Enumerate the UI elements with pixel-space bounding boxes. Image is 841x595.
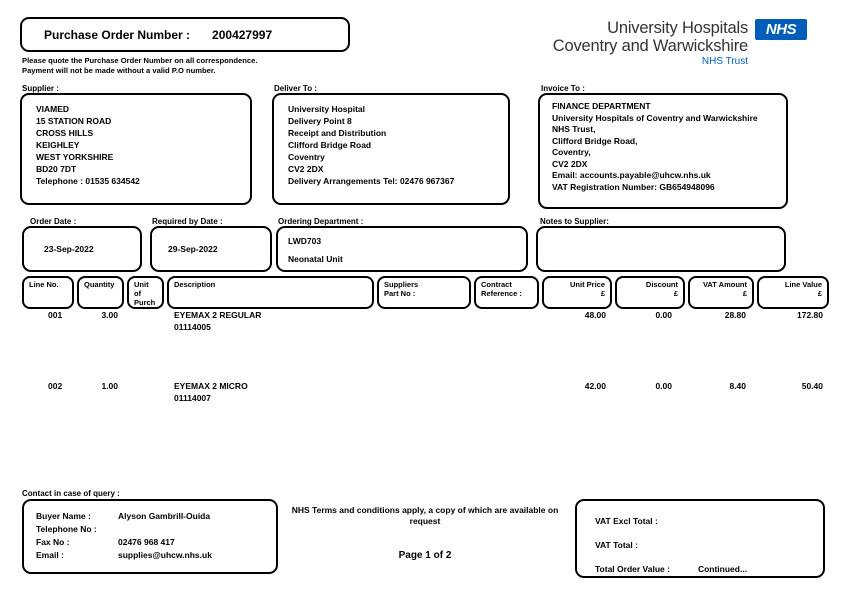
row1-line-value: 172.80 — [797, 310, 823, 320]
invoice-line: NHS Trust, — [552, 124, 596, 134]
deliver-postcode: CV2 2DX — [288, 164, 324, 174]
deliver-line: Receipt and Distribution — [288, 128, 387, 138]
invoice-vat-number: VAT Registration Number: GB654948096 — [552, 181, 715, 192]
deliver-to-address-box: University Hospital Delivery Point 8 Rec… — [272, 93, 510, 205]
delivery-arrangements-tel: Delivery Arrangements Tel: 02476 967367 — [288, 176, 455, 186]
total-order-value-label: Total Order Value : — [595, 564, 670, 574]
row1-vat-amount: 28.80 — [724, 310, 746, 320]
row2-line-value: 50.40 — [801, 381, 823, 391]
supplier-address-box: VIAMED 15 STATION ROAD CROSS HILLS KEIGH… — [20, 93, 252, 205]
logo-line2: Coventry and Warwickshire — [552, 37, 748, 55]
supplier-line: WEST YORKSHIRE — [36, 152, 114, 162]
supplier-label: Supplier : — [22, 84, 59, 93]
row2-unit-price: 42.00 — [584, 381, 606, 391]
notes-to-supplier-box — [536, 226, 786, 272]
invoice-email: Email: accounts.payable@uhcw.nhs.uk — [552, 170, 711, 180]
invoice-line: FINANCE DEPARTMENT — [552, 101, 651, 111]
col-header-description: Description — [167, 276, 374, 309]
supplier-line: VIAMED — [36, 104, 70, 114]
row2-line-no: 002 — [48, 381, 63, 391]
row2-quantity: 1.00 — [101, 381, 118, 391]
totals-box: VAT Excl Total : VAT Total : Total Order… — [575, 499, 825, 578]
vat-excl-total-label: VAT Excl Total : — [595, 516, 658, 526]
row1-line-no: 001 — [48, 310, 63, 320]
invoice-line: University Hospitals of Coventry and War… — [552, 112, 758, 123]
po-notes: Please quote the Purchase Order Number o… — [22, 56, 257, 75]
row1-quantity: 3.00 — [101, 310, 118, 320]
row2-description: EYEMAX 2 MICRO — [174, 381, 248, 391]
nhs-logo-icon: NHS — [755, 19, 807, 40]
row1-discount: 0.00 — [655, 310, 672, 320]
col-header-line-value: Line Value£ — [757, 276, 829, 309]
ordering-department-code: LWD703 — [288, 236, 322, 246]
required-by-date-value: 29-Sep-2022 — [168, 244, 218, 254]
col-header-unit-price: Unit Price£ — [542, 276, 612, 309]
invoice-line: Clifford Bridge Road, — [552, 135, 638, 146]
col-header-vat-amount: VAT Amount£ — [688, 276, 754, 309]
buyer-name-value: Alyson Gambrill-Ouida — [118, 511, 211, 521]
deliver-line: Delivery Point 8 — [288, 116, 352, 126]
invoice-to-address-box: FINANCE DEPARTMENT University Hospitals … — [538, 93, 788, 209]
supplier-postcode: BD20 7DT — [36, 164, 77, 174]
col-header-quantity: Quantity — [77, 276, 124, 309]
po-number-value: 200427997 — [212, 27, 273, 42]
row1-product-code: 01114005 — [174, 322, 211, 332]
po-note-line2: Payment will not be made without a valid… — [22, 65, 216, 75]
required-by-date-label: Required by Date : — [152, 217, 223, 226]
deliver-line: Clifford Bridge Road — [288, 140, 372, 150]
deliver-line: University Hospital — [288, 104, 365, 114]
email-value: supplies@uhcw.nhs.uk — [118, 550, 212, 560]
order-date-box: 23-Sep-2022 — [22, 226, 142, 272]
deliver-line: Coventry — [288, 152, 325, 162]
fax-value: 02476 968 417 — [118, 537, 175, 547]
ordering-department-name: Neonatal Unit — [288, 254, 343, 264]
order-date-label: Order Date : — [30, 217, 77, 226]
email-label: Email : — [36, 550, 64, 560]
po-number-label: Purchase Order Number : — [44, 27, 191, 42]
nhs-trust-logo: University Hospitals Coventry and Warwic… — [553, 19, 807, 69]
telephone-value — [118, 523, 276, 536]
required-by-date-box: 29-Sep-2022 — [150, 226, 272, 272]
contact-query-label: Contact in case of query : — [22, 489, 120, 498]
supplier-line: KEIGHLEY — [36, 140, 80, 150]
order-date-value: 23-Sep-2022 — [44, 244, 94, 254]
terms-and-conditions-text: NHS Terms and conditions apply, a copy o… — [291, 505, 559, 526]
row2-discount: 0.00 — [655, 381, 672, 391]
fax-label: Fax No : — [36, 537, 70, 547]
row2-vat-amount: 8.40 — [729, 381, 746, 391]
notes-to-supplier-label: Notes to Supplier: — [540, 217, 609, 226]
ordering-department-label: Ordering Department : — [278, 217, 364, 226]
invoice-postcode: CV2 2DX — [552, 158, 588, 169]
po-number-box: Purchase Order Number : 200427997 — [20, 17, 350, 52]
vat-total-label: VAT Total : — [595, 540, 638, 550]
supplier-line: 15 STATION ROAD — [36, 116, 112, 126]
buyer-name-label: Buyer Name : — [36, 511, 91, 521]
deliver-to-label: Deliver To : — [274, 84, 317, 93]
row1-unit-price: 48.00 — [584, 310, 606, 320]
row2-product-code: 01114007 — [174, 393, 211, 403]
ordering-department-box: LWD703 Neonatal Unit — [276, 226, 528, 272]
contact-box: Buyer Name : Alyson Gambrill-Ouida Telep… — [22, 499, 278, 574]
logo-line1: University Hospitals — [607, 19, 748, 37]
row1-description: EYEMAX 2 REGULAR — [174, 310, 262, 320]
page-number: Page 1 of 2 — [398, 550, 452, 561]
continued-text: Continued... — [697, 564, 748, 574]
nhs-trust-label: NHS Trust — [701, 56, 748, 67]
po-note-line1: Please quote the Purchase Order Number o… — [22, 56, 258, 65]
invoice-to-label: Invoice To : — [541, 84, 585, 93]
supplier-telephone: Telephone : 01535 634542 — [36, 176, 140, 186]
invoice-line: Coventry, — [552, 147, 591, 157]
supplier-line: CROSS HILLS — [36, 128, 94, 138]
telephone-label: Telephone No : — [36, 524, 97, 534]
col-header-line-no: Line No. — [22, 276, 74, 309]
col-header-discount: Discount£ — [615, 276, 685, 309]
